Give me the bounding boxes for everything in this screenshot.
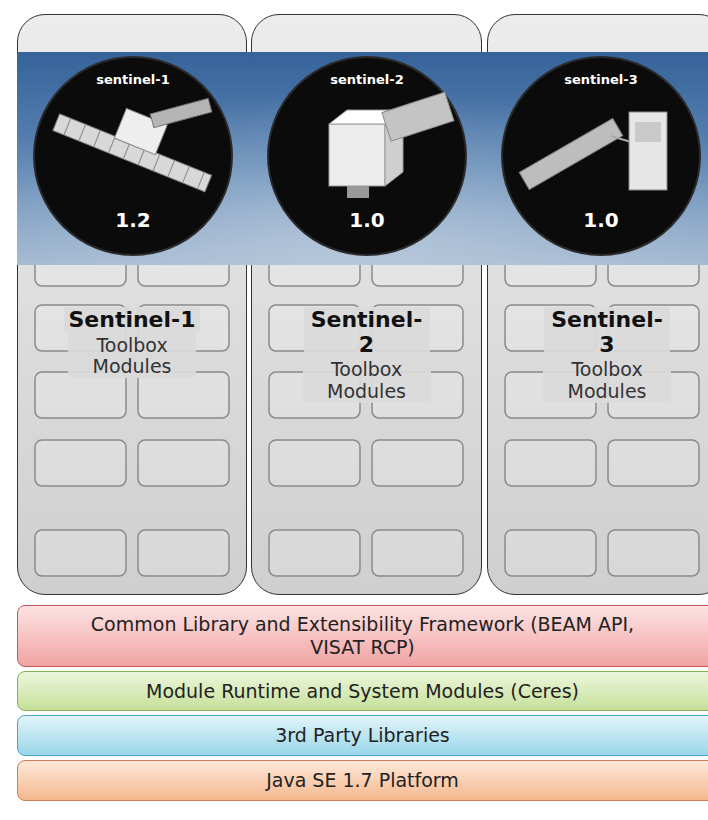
module-box [372, 530, 463, 576]
module-box [608, 372, 699, 418]
toolbox-heading: Sentinel-3 [544, 307, 670, 358]
layer-band: Module Runtime and System Modules (Ceres… [17, 671, 708, 711]
module-box [269, 530, 360, 576]
module-box [138, 372, 229, 418]
mission-name: sentinel-1 [33, 72, 233, 87]
mission-name: sentinel-3 [501, 72, 701, 87]
layer-label: Common Library and Extensibility Framewo… [83, 613, 643, 659]
toolbox-heading: Sentinel-1 [64, 307, 199, 334]
badge-disc [34, 57, 232, 255]
sky-haze [17, 52, 708, 265]
module-box [269, 440, 360, 486]
layer-label: 3rd Party Libraries [275, 724, 450, 747]
module-box [35, 305, 126, 351]
version-number: 1.0 [267, 208, 467, 232]
toolbox-subtitle: Toolbox Modules [68, 334, 196, 379]
layer-label: Java SE 1.7 Platform [266, 769, 459, 792]
module-box [372, 440, 463, 486]
module-box [505, 530, 596, 576]
module-box [35, 530, 126, 576]
band-text-holder: Module Runtime and System Modules (Ceres… [18, 680, 707, 703]
module-box [138, 440, 229, 486]
badge-disc [502, 57, 700, 255]
satellite-illustration [329, 92, 454, 198]
layer-band: 3rd Party Libraries [17, 715, 708, 756]
module-box [608, 530, 699, 576]
module-box [372, 372, 463, 418]
layer-band: Java SE 1.7 Platform [17, 760, 708, 801]
satellite-illustration [53, 86, 223, 192]
module-box [372, 305, 463, 351]
module-box [269, 372, 360, 418]
module-box [505, 372, 596, 418]
toolbox-subtitle: Toolbox Modules [303, 358, 431, 403]
band-text-holder: Common Library and Extensibility Framewo… [18, 613, 707, 659]
module-box [35, 440, 126, 486]
toolbox-heading: Sentinel-2 [304, 307, 430, 358]
mission-badge: sentinel-1 1.2 [33, 56, 233, 256]
mission-badge: sentinel-3 1.0 [501, 56, 701, 256]
module-box [138, 305, 229, 351]
band-text-holder: Java SE 1.7 Platform [18, 769, 707, 792]
satellite-illustration [519, 112, 667, 190]
module-box [138, 530, 229, 576]
module-box [608, 440, 699, 486]
badge-disc [268, 57, 466, 255]
version-number: 1.0 [501, 208, 701, 232]
layer-band: Common Library and Extensibility Framewo… [17, 605, 708, 667]
module-box [269, 305, 360, 351]
sky-photo [17, 52, 708, 265]
module-box [505, 305, 596, 351]
module-box [505, 440, 596, 486]
module-box [608, 305, 699, 351]
mission-name: sentinel-2 [267, 72, 467, 87]
layer-label: Module Runtime and System Modules (Ceres… [146, 680, 579, 703]
toolbox-subtitle: Toolbox Modules [543, 358, 671, 403]
version-number: 1.2 [33, 208, 233, 232]
band-text-holder: 3rd Party Libraries [18, 724, 707, 747]
module-box [35, 372, 126, 418]
mission-badge: sentinel-2 1.0 [267, 56, 467, 256]
